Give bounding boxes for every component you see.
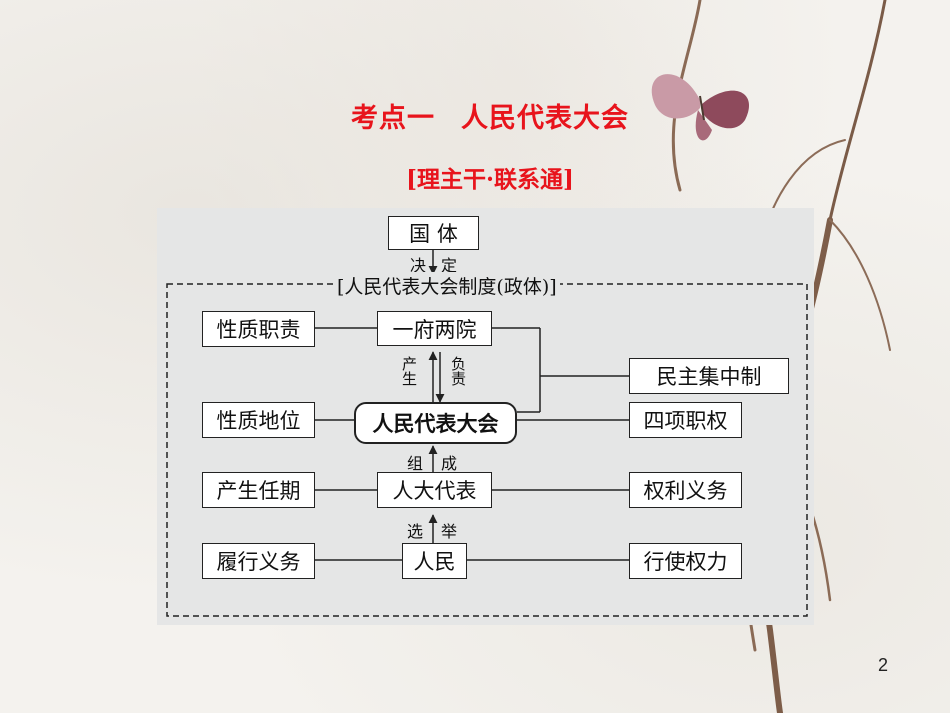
elect-label-left: 选 (407, 522, 424, 541)
title-part1: 考点一 (351, 103, 435, 134)
renmin-box: 人民 (402, 543, 467, 579)
butterfly (651, 74, 750, 141)
compose-label-left: 组 (407, 454, 424, 473)
right-box-4: 行使权力 (629, 543, 742, 579)
slide-subtitle: [理主干·联系通] (406, 166, 574, 193)
right-box-2: 四项职权 (629, 402, 742, 438)
left-box-4: 履行义务 (202, 543, 315, 579)
page-number: 2 (878, 655, 889, 675)
daibiao-box: 人大代表 (377, 472, 492, 508)
left-box-3: 产生任期 (202, 472, 315, 508)
decide-label-left: 决 (410, 256, 427, 275)
title-part2: 人民代表大会 (461, 103, 629, 134)
right-box-3: 权利义务 (629, 472, 742, 508)
left-box-1: 性质职责 (202, 311, 315, 347)
produce-label: 产生 (400, 356, 418, 386)
slide-title: 考点一人民代表大会 (0, 96, 950, 135)
concept-diagram: 国 体 决 定 [人民代表大会制度(政体)] 一府两院 产生 负责 人民代表大会… (157, 208, 814, 625)
elect-label-right: 举 (441, 522, 458, 541)
compose-label-right: 成 (441, 454, 458, 473)
npc-center-box: 人民代表大会 (354, 402, 517, 444)
responsible-label: 负责 (449, 356, 467, 386)
decide-label-right: 定 (441, 256, 458, 275)
right-box-1: 民主集中制 (629, 358, 789, 394)
left-box-2: 性质地位 (202, 402, 315, 438)
guoti-box: 国 体 (388, 216, 479, 250)
frame-label: [人民代表大会制度(政体)] (334, 272, 560, 299)
yifuliangyuan-box: 一府两院 (377, 311, 492, 346)
